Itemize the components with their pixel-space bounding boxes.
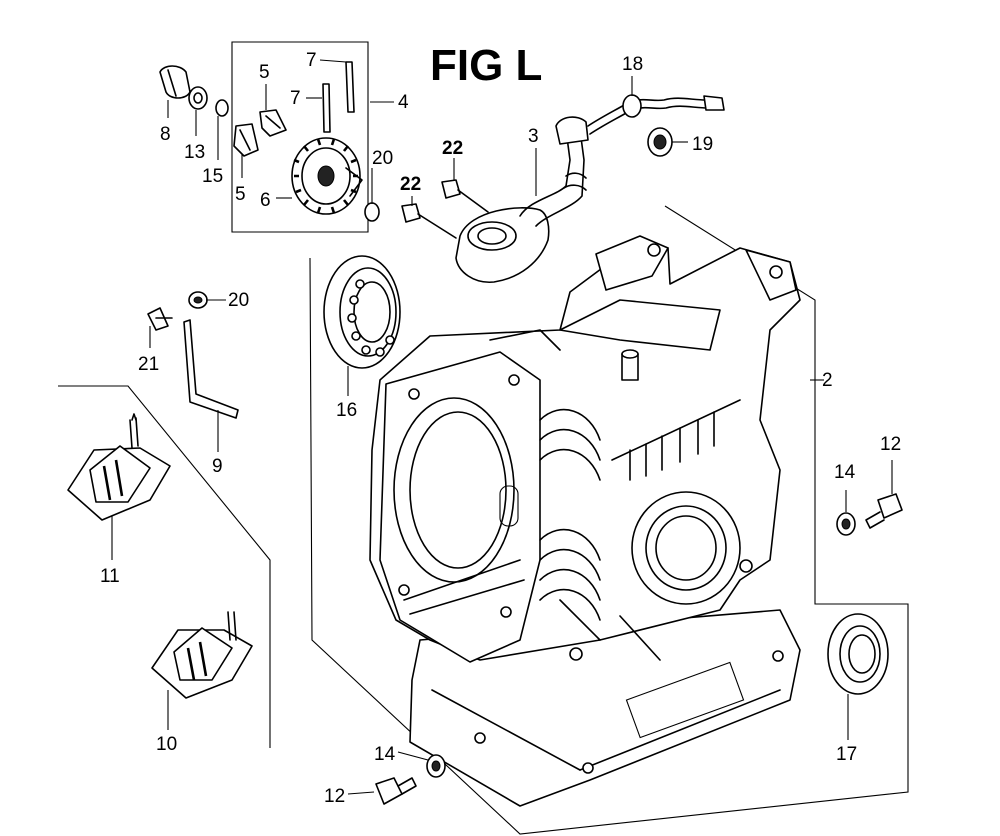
callout-2: 2 — [822, 370, 833, 391]
part-11-engine-mount — [67, 413, 171, 521]
part-14-washer-bottom — [426, 754, 446, 778]
callout-14a: 14 — [834, 462, 856, 483]
part-12-bolt-right — [865, 493, 903, 529]
part-20-washer-upper — [364, 202, 380, 222]
callout-13: 13 — [184, 142, 205, 163]
part-washer-small — [215, 99, 229, 117]
mount-group-border — [58, 385, 271, 748]
callout-5b: 5 — [235, 184, 246, 205]
part-19-grommet — [647, 127, 673, 157]
governor-group-border — [231, 41, 369, 233]
callout-12b: 12 — [324, 786, 345, 807]
part-12-bolt-bottom — [375, 777, 417, 805]
part-22-bolt-upper — [441, 179, 489, 213]
callout-19: 19 — [692, 134, 713, 155]
figure-title: FIG L — [430, 41, 542, 90]
callout-15: 15 — [202, 166, 223, 187]
part-7-pin-upper — [345, 61, 355, 113]
part-8-bolt — [159, 65, 191, 99]
part-22-bolt-lower — [401, 203, 457, 239]
part-13-washer — [188, 86, 208, 110]
callout-6: 6 — [260, 190, 271, 211]
part-7-pin-lower — [322, 83, 331, 133]
part-15-governor-holder — [233, 123, 259, 157]
callout-labels: 2 3 4 5 5 6 7 7 8 9 10 11 12 12 13 14 14… — [100, 50, 901, 807]
callout-11: 11 — [100, 566, 120, 587]
callout-12a: 12 — [880, 434, 901, 455]
crankcase-group-border — [309, 205, 909, 835]
callout-17: 17 — [836, 744, 857, 765]
part-20-washer-mid — [188, 291, 208, 309]
callout-7a: 7 — [306, 50, 317, 71]
part-16-bearing — [323, 255, 401, 369]
callout-4: 4 — [398, 92, 409, 113]
callout-14b: 14 — [374, 744, 396, 765]
callout-22b: 22 — [400, 174, 421, 195]
part-14-washer-right — [836, 512, 856, 536]
callout-16: 16 — [336, 400, 357, 421]
callout-18: 18 — [622, 54, 643, 75]
callout-20b: 20 — [228, 290, 249, 311]
part-17-oil-seal — [827, 613, 889, 695]
callout-7b: 7 — [290, 88, 301, 109]
part-21-clip — [147, 307, 173, 331]
part-10-engine-mount — [151, 611, 253, 699]
callout-22a: 22 — [442, 138, 463, 159]
part-18-wire — [587, 94, 725, 135]
part-2-crankcase — [369, 235, 801, 807]
callout-10: 10 — [156, 734, 177, 755]
part-5-governor-weight — [259, 109, 287, 137]
callout-5a: 5 — [259, 62, 270, 83]
callout-20a: 20 — [372, 148, 393, 169]
part-3-breather-tube — [455, 116, 589, 283]
callout-3: 3 — [528, 126, 539, 147]
part-9-governor-rod — [183, 319, 239, 419]
part-6-governor-gear — [291, 137, 363, 215]
callout-21: 21 — [138, 354, 159, 375]
callout-8: 8 — [160, 124, 171, 145]
leader-lines — [111, 59, 893, 795]
callout-9: 9 — [212, 456, 223, 477]
